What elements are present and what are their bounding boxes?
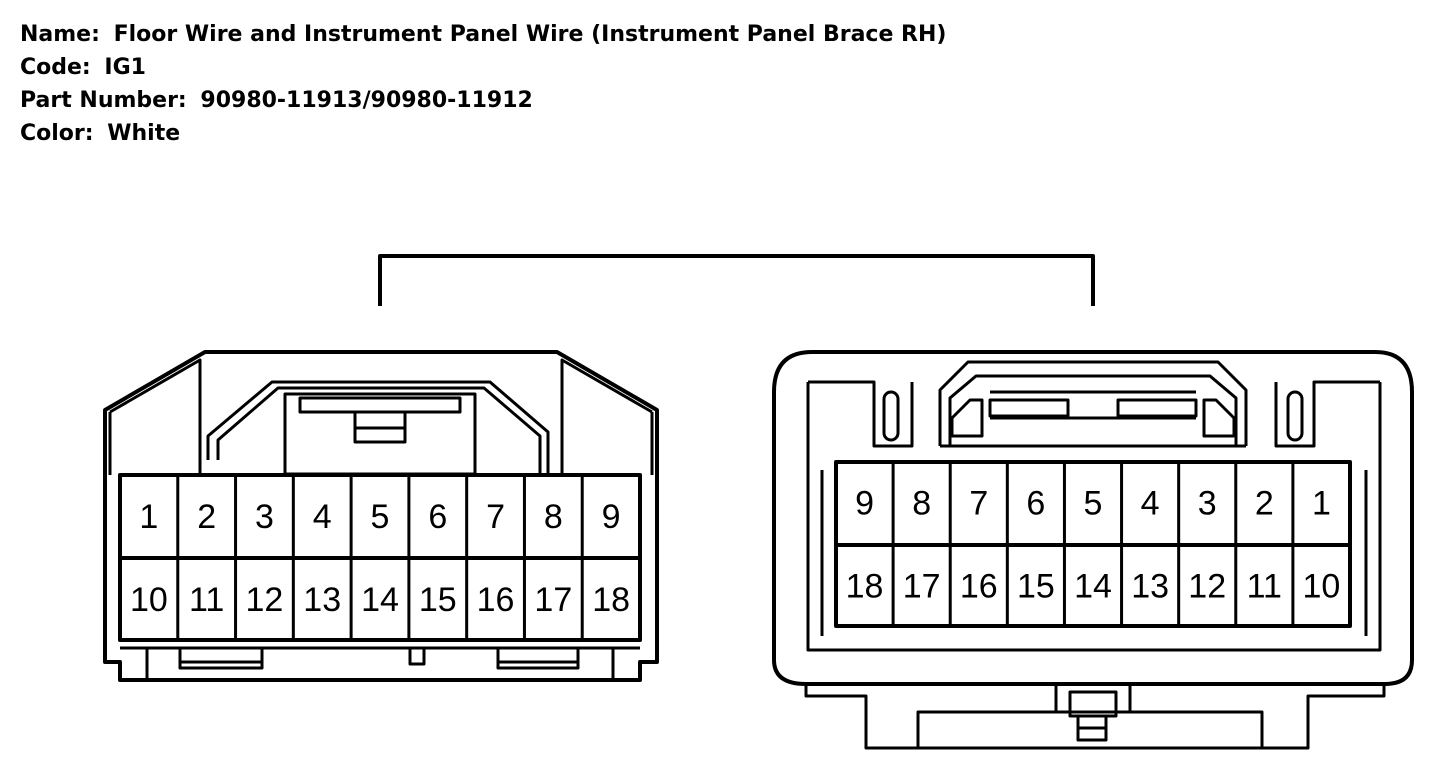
right-pin-16: 16 (960, 568, 998, 606)
right-pin-8: 8 (912, 485, 931, 523)
color-value: White (107, 121, 181, 146)
left-pin-1: 1 (139, 498, 158, 536)
connector-info: Name: Floor Wire and Instrument Panel Wi… (20, 18, 946, 150)
right-slot-right (1286, 390, 1304, 442)
left-connector (103, 350, 659, 682)
name-value: Floor Wire and Instrument Panel Wire (In… (113, 22, 947, 47)
right-pin-10: 10 (1303, 568, 1341, 606)
name-line: Name: Floor Wire and Instrument Panel Wi… (20, 18, 946, 51)
code-line: Code: IG1 (20, 51, 946, 84)
right-pin-9: 9 (855, 485, 874, 523)
left-pin-14: 14 (361, 581, 399, 619)
left-pin-12: 12 (246, 581, 284, 619)
color-label: Color: (20, 121, 94, 146)
right-latch (938, 360, 1248, 446)
left-pin-3: 3 (255, 498, 274, 536)
right-pin-6: 6 (1026, 485, 1045, 523)
left-pin-17: 17 (534, 581, 572, 619)
right-pin-17: 17 (903, 568, 941, 606)
right-pin-1: 1 (1312, 485, 1331, 523)
left-pin-2: 2 (197, 498, 216, 536)
right-pin-7: 7 (969, 485, 988, 523)
right-pin-4: 4 (1141, 485, 1160, 523)
right-pin-13: 13 (1131, 568, 1169, 606)
left-pin-7: 7 (486, 498, 505, 536)
left-latch (283, 392, 477, 476)
right-connector (772, 350, 1414, 750)
right-pin-18: 18 (846, 568, 884, 606)
left-pin-8: 8 (544, 498, 563, 536)
right-pin-5: 5 (1084, 485, 1103, 523)
left-pin-15: 15 (419, 581, 457, 619)
left-connector-body (103, 350, 659, 682)
left-pin-16: 16 (477, 581, 515, 619)
right-pin-15: 15 (1017, 568, 1055, 606)
left-pin-9: 9 (602, 498, 621, 536)
right-pin-2: 2 (1255, 485, 1274, 523)
right-slot-left (882, 390, 900, 442)
code-label: Code: (20, 55, 91, 80)
left-connector-housing (109, 358, 202, 475)
part-number-label: Part Number: (20, 88, 187, 113)
left-pin-4: 4 (313, 498, 332, 536)
left-pin-5: 5 (371, 498, 390, 536)
left-pin-13: 13 (303, 581, 341, 619)
right-pin-11: 11 (1247, 568, 1282, 606)
left-pin-11: 11 (189, 581, 224, 619)
right-pin-3: 3 (1198, 485, 1217, 523)
part-number-line: Part Number: 90980-11913/90980-11912 (20, 84, 946, 117)
name-label: Name: (20, 22, 100, 47)
right-pin-12: 12 (1188, 568, 1226, 606)
right-connector-foot (804, 684, 1386, 750)
right-pin-14: 14 (1074, 568, 1112, 606)
left-pin-18: 18 (592, 581, 630, 619)
left-pin-6: 6 (428, 498, 447, 536)
code-value: IG1 (104, 55, 146, 80)
color-line: Color: White (20, 117, 946, 150)
part-number-value: 90980-11913/90980-11912 (200, 88, 533, 113)
left-pin-10: 10 (130, 581, 168, 619)
mating-bracket (378, 254, 1095, 306)
